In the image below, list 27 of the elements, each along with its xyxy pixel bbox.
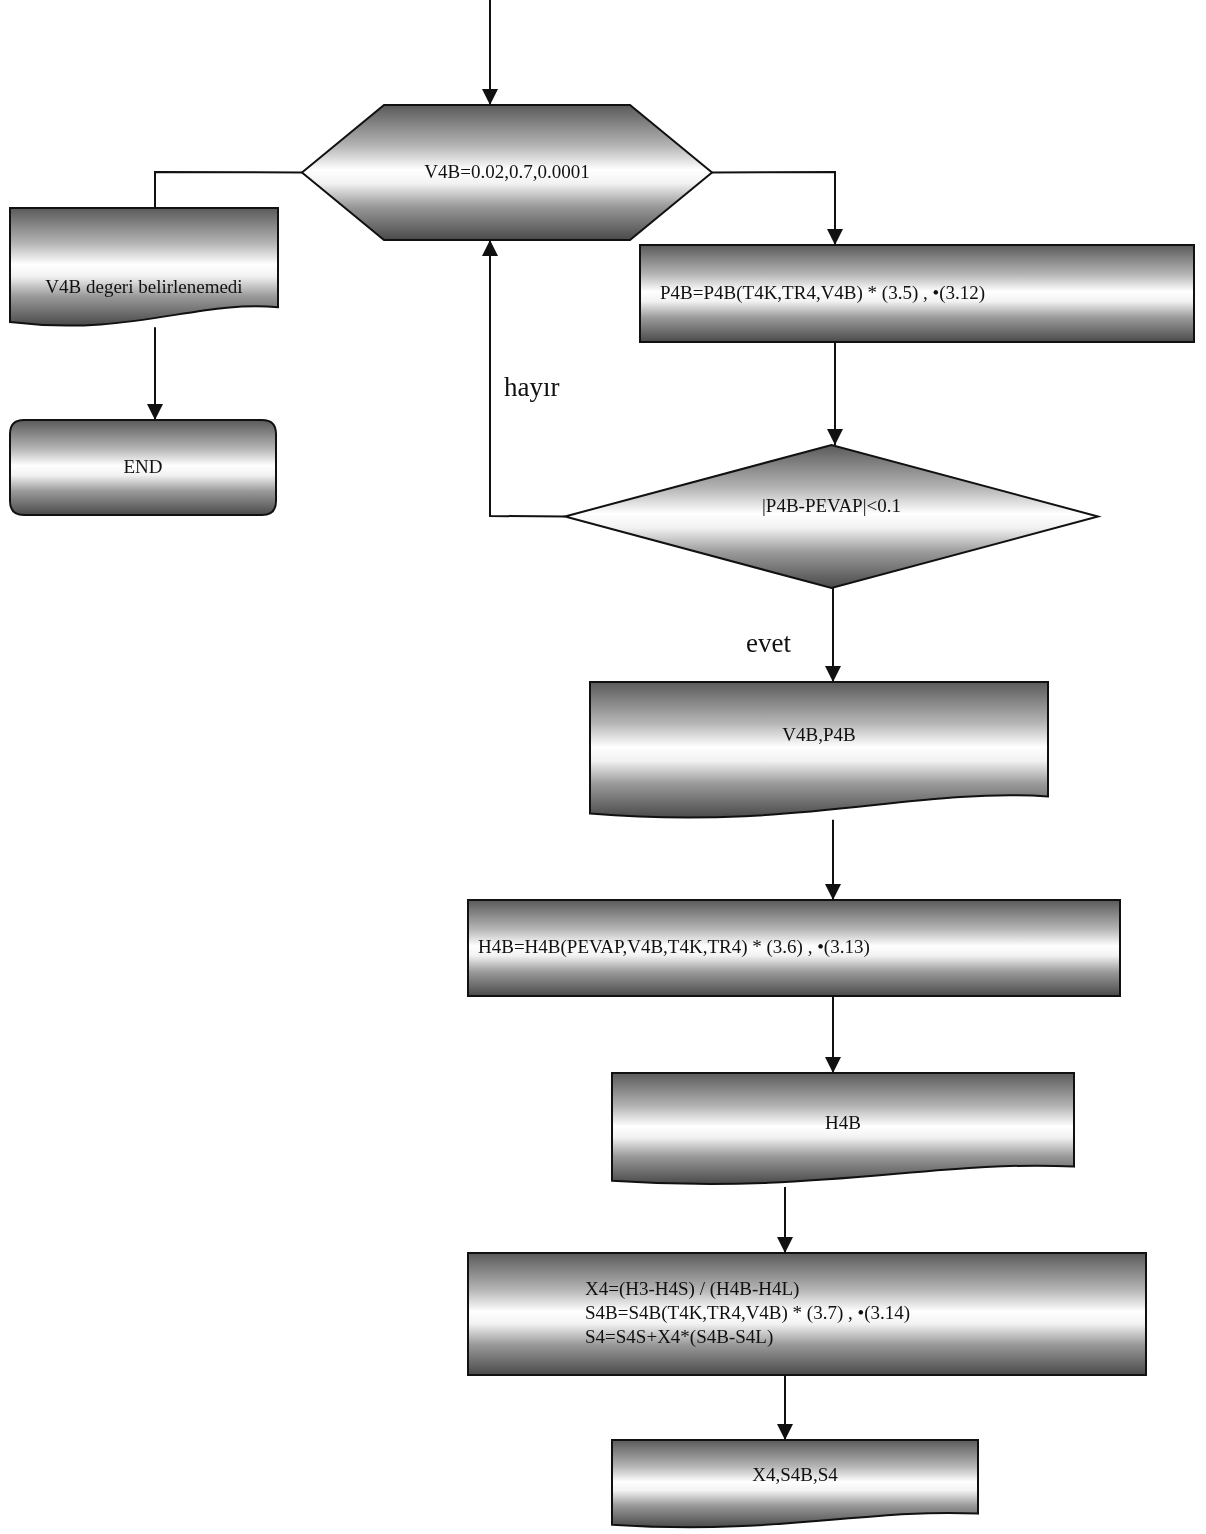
node-text: X4,S4B,S4 [751,1464,839,1486]
arrow [825,587,841,683]
process-box [468,1253,1146,1375]
arrow [711,171,843,246]
arrow [482,0,498,106]
arrow [825,818,841,901]
arrow [825,995,841,1074]
node-text: X4=(H3-H4S) / (H4B-H4L) [585,1278,800,1300]
terminal-box [10,420,276,515]
arrow [777,1374,793,1441]
node-text: V4B,P4B [781,723,857,746]
loop-hexagon [302,105,712,240]
process-box [468,900,1120,996]
node-text: END [122,455,164,478]
node-text: V4B degeri belirlenemedi [44,276,244,298]
node-text: S4B=S4B(T4K,TR4,V4B) * (3.7) , •(3.14) [585,1302,911,1324]
connector-line [154,171,303,209]
arrow [827,341,843,446]
process-box [640,245,1194,342]
node-text: H4B=H4B(PEVAP,V4B,T4K,TR4) * (3.6) , •(3.13) [478,936,870,958]
node-text: P4B=P4B(T4K,TR4,V4B) * (3.5) , •(3.12) [660,281,986,304]
node-text: H4B [824,1111,862,1134]
node-text: S4=S4S+X4*(S4B-S4L) [585,1326,774,1348]
arrow [777,1186,793,1254]
arrow [147,326,163,421]
node-text: V4B=0.02,0.7,0.0001 [423,160,591,183]
arrow [482,239,566,518]
